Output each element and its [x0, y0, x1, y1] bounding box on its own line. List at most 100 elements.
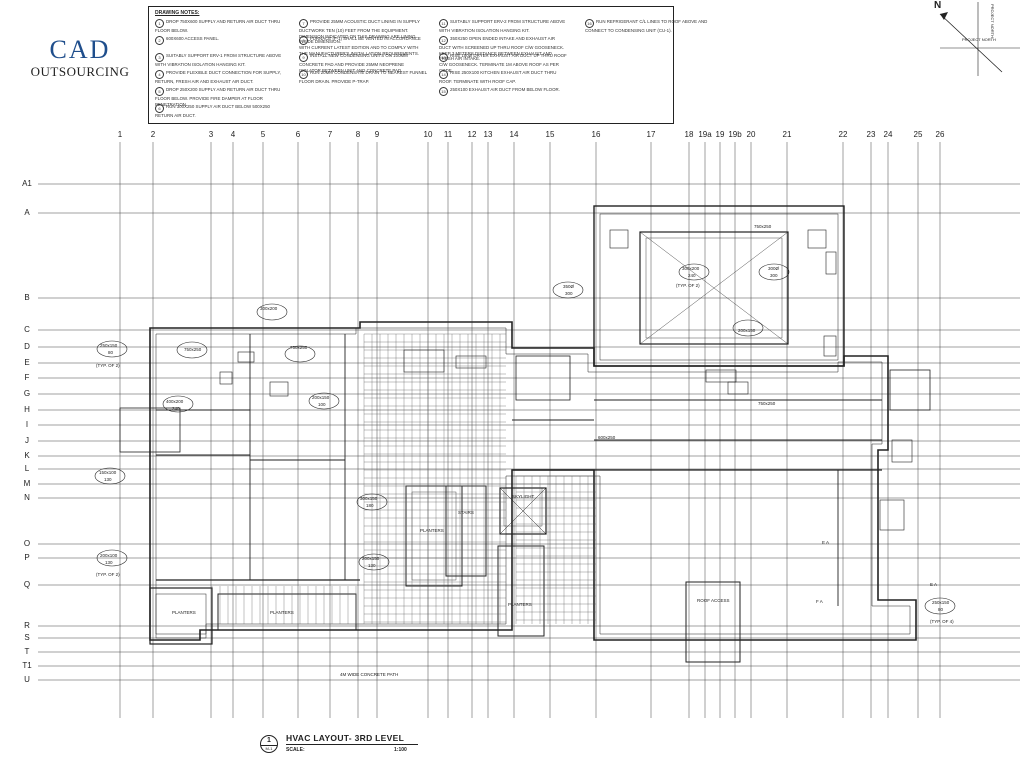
room-label: PLANTERS [420, 528, 444, 533]
row-grid-label: O [23, 539, 31, 548]
duct-tag: 300x200 [260, 306, 278, 311]
typ-note: (TYP. OF 2) [96, 363, 120, 368]
room-label: PLANTERS [172, 610, 196, 615]
logo-main-text: CAD [49, 35, 111, 64]
duct-tag: 400x200 [166, 399, 184, 404]
duct-size-tag [356, 493, 388, 511]
column-grid-label: 25 [913, 130, 923, 139]
column-grid-label: 21 [782, 130, 792, 139]
row-grid-label: S [24, 633, 30, 642]
equipment-symbol [455, 355, 487, 369]
planter-1 [149, 587, 213, 645]
duct-tag: 600x250 [598, 435, 616, 440]
path-label: 4M WIDE CONCRETE PATH [340, 672, 399, 677]
row-grid-label: K [24, 451, 30, 460]
duct-tag: 300Ø [768, 266, 780, 271]
duct-tag: 200x150 [362, 556, 380, 561]
note-text: 250x100 EXHAUST AIR DUCT FROM BELOW FLOO… [450, 87, 560, 92]
note-text: PROVIDE 25mm ACOUSTIC DUCT LINING IN SUP… [299, 19, 420, 45]
duct-tag: 200x150 [312, 395, 330, 400]
drawing-note: 15250x100 EXHAUST AIR DUCT FROM BELOW FL… [439, 87, 567, 96]
duct-tag: 240 [172, 406, 180, 411]
duct-size-tag [256, 303, 288, 321]
duct-tag: 200x100 [100, 553, 118, 558]
note-text: SUITABLY SUPPORT ERV-2 FROM STRUCTURE AB… [439, 19, 566, 33]
scale-value: 1:100 [394, 747, 407, 753]
column-grid-label: 4 [230, 130, 236, 139]
note-text: SUITABLY SUPPORT ERV-1 FROM STRUCTURE AB… [155, 53, 282, 67]
note-text: DROP 750x600 SUPPLY AND RETURN AIR DUCT … [155, 19, 281, 33]
duct-tag: 750x250 [184, 347, 202, 352]
duct-tag: 300x200 [682, 266, 700, 271]
duct-size-tag [758, 263, 790, 281]
planter-4 [497, 545, 545, 637]
duct-tag: 300 [770, 273, 778, 278]
note-text: FURNACE (F-1) SHALL BE VENTED IN ACCORDA… [299, 36, 421, 56]
note-text: PROVIDE FLEXIBLE DUCT CONNECTION FOR SUP… [155, 70, 281, 84]
column-grid-label: 10 [423, 130, 433, 139]
duct-tag: 750x250 [754, 224, 772, 229]
equipment-symbol [825, 251, 837, 275]
diffuser-label: F A [816, 599, 823, 604]
column-grid-label: 13 [483, 130, 493, 139]
row-grid-label: E [24, 358, 30, 367]
duct-loop [639, 231, 789, 345]
drawing-title-block: 1 M-1 HVAC LAYOUT- 3RD LEVEL SCALE: 1:10… [258, 733, 418, 755]
row-grid-label: N [24, 493, 30, 502]
drawing-note: 2600x600 ACCESS PANEL. [155, 36, 283, 45]
note-text: RUN REFRIGERANT C/L LINES TO ROOF ABOVE … [585, 19, 708, 33]
duct-size-tag [94, 467, 126, 485]
duct-tag: 130 [368, 563, 376, 568]
equipment-symbol [705, 369, 737, 383]
duct-size-tag [358, 553, 390, 571]
typ-note: (TYP. OF 4) [930, 619, 954, 624]
duct-tag: 130 [105, 560, 113, 565]
row-grid-label: M [23, 479, 31, 488]
scale-label: SCALE: [286, 747, 305, 753]
duct-tags [94, 229, 956, 615]
detail-number: 1 [267, 737, 271, 744]
equipment-symbol [823, 335, 837, 357]
equipment-symbol [403, 349, 445, 373]
equipment-symbol [727, 381, 749, 395]
north-label: N [934, 0, 942, 11]
duct-size-tag [732, 319, 764, 337]
room-label: STAIRS [458, 510, 474, 515]
row-grid-label: L [24, 464, 30, 473]
upper-wing-wall [593, 205, 845, 367]
room-label: PLANTERS [508, 602, 532, 607]
equipment-symbol [219, 371, 233, 385]
duct-tag: 300x150 [360, 496, 378, 501]
column-grid-label: 5 [260, 130, 266, 139]
duct-size-tag [176, 341, 208, 359]
grid-lines [38, 142, 1020, 718]
column-grid-label: 23 [866, 130, 876, 139]
building-outline [119, 205, 931, 663]
equipment-symbol [879, 499, 905, 531]
column-grid-label: 1 [117, 130, 123, 139]
row-grid-label: T [24, 647, 30, 656]
equipment-symbol [891, 439, 913, 463]
column-grid-label: 3 [208, 130, 214, 139]
duct-tag: 130 [104, 477, 112, 482]
duct-tag: 250x150 [100, 343, 118, 348]
north-arrow: N PROJECT NORTH PROJECT NORTH [922, 0, 1022, 76]
row-grid-label: U [24, 675, 30, 684]
note-text: RUN 300x250 SUPPLY AIR DUCT BELOW 500x25… [155, 104, 270, 118]
main-building-wall [149, 321, 917, 641]
detail-bubble: 1 M-1 [260, 735, 278, 753]
upper-wing-inner [599, 213, 839, 361]
drawing-note: 12350x250 OPEN ENDED INTAKE AND EXHAUST … [439, 36, 567, 62]
stair-right [889, 369, 931, 411]
room-label: ROOF ACCESS [697, 598, 730, 603]
row-grid-label: Q [23, 580, 31, 589]
duct-tag: 350Ø [563, 284, 575, 289]
duct-size-tag [308, 392, 340, 410]
